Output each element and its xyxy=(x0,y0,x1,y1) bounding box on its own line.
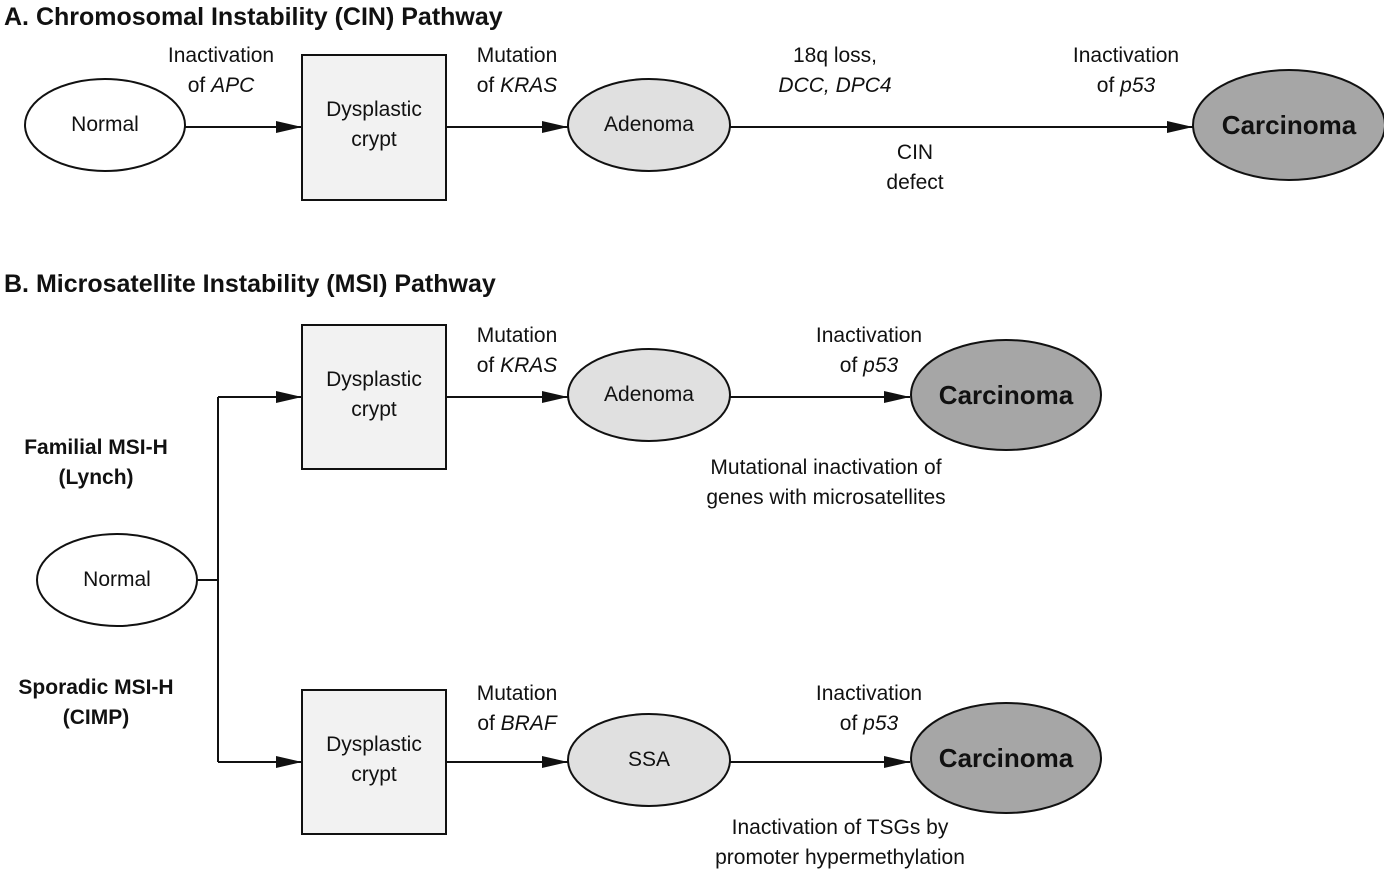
section-a-title: A. Chromosomal Instability (CIN) Pathway xyxy=(4,3,503,31)
a-cin-defect-label: CIN defect xyxy=(886,141,944,194)
a-normal-label: Normal xyxy=(71,113,139,136)
b-bottom-p53-label: Inactivation of p53 xyxy=(815,682,923,735)
b-bottom-ssa-label: SSA xyxy=(627,748,671,771)
b-bottom-braf-label: Mutation of BRAF xyxy=(476,682,558,735)
b-bottom-note-label: Inactivation of TSGs by promoter hyperme… xyxy=(715,816,965,869)
a-carcinoma-label: Carcinoma xyxy=(1221,110,1357,140)
b-top-adenoma-node xyxy=(567,348,731,442)
b-top-crypt-node xyxy=(301,324,447,470)
a-apc-label: Inactivation of APC xyxy=(167,44,275,97)
a-crypt-node xyxy=(301,54,447,201)
b-top-adenoma-label: Adenoma xyxy=(604,383,694,406)
b-normal-label: Normal xyxy=(83,568,151,591)
b-top-p53-label: Inactivation of p53 xyxy=(815,324,923,377)
a-adenoma-label: Adenoma xyxy=(604,113,694,136)
b-bottom-carcinoma-node xyxy=(910,702,1102,814)
sporadic-msi-label: Sporadic MSI-H (CIMP) xyxy=(18,676,174,729)
a-kras-label: Mutation of KRAS xyxy=(476,44,558,97)
b-top-crypt-label: Dysplastic crypt xyxy=(326,368,422,421)
b-top-note-label: Mutational inactivation of genes with mi… xyxy=(706,456,946,509)
a-p53-label: Inactivation of p53 xyxy=(1072,44,1180,97)
section-b-title: B. Microsatellite Instability (MSI) Path… xyxy=(4,270,496,298)
a-adenoma-node xyxy=(567,78,731,172)
a-18q-label: 18q loss, DCC, DPC4 xyxy=(778,44,892,97)
b-top-carcinoma-node xyxy=(910,339,1102,451)
familial-msi-label: Familial MSI-H (Lynch) xyxy=(24,436,168,489)
b-top-kras-label: Mutation of KRAS xyxy=(476,324,558,377)
b-bottom-crypt-label: Dysplastic crypt xyxy=(326,733,422,786)
a-crypt-label: Dysplastic crypt xyxy=(326,98,422,151)
b-bottom-ssa-node xyxy=(567,713,731,807)
a-normal-node xyxy=(24,78,186,172)
b-bottom-carcinoma-label: Carcinoma xyxy=(938,743,1074,773)
b-top-carcinoma-label: Carcinoma xyxy=(938,380,1074,410)
a-carcinoma-node xyxy=(1192,69,1384,181)
